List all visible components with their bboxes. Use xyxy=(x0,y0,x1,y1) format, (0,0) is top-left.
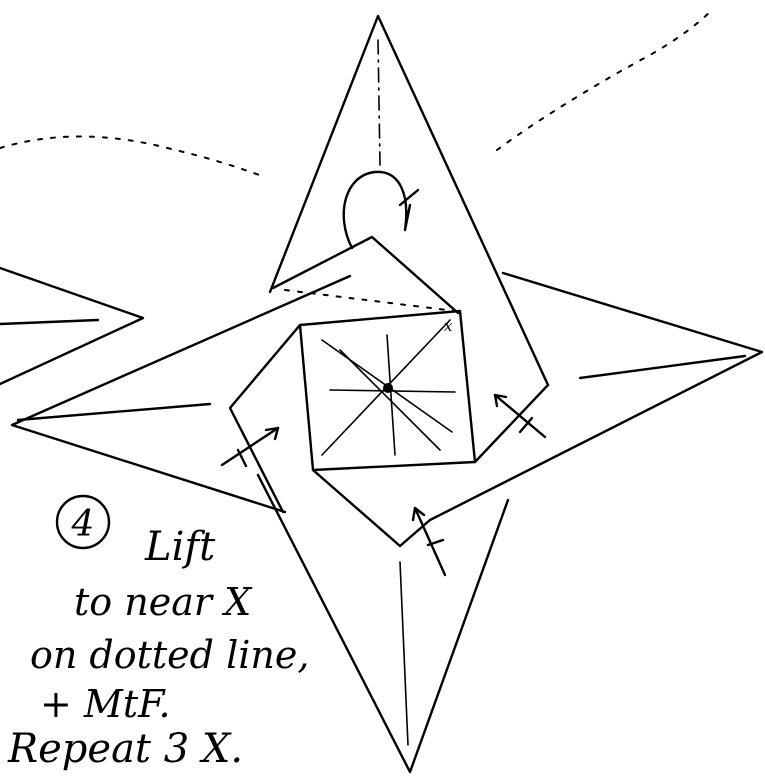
flap-left xyxy=(230,325,300,512)
top-point xyxy=(270,16,548,385)
arrow-left-flap xyxy=(222,428,278,466)
arrow-right-flap xyxy=(495,395,545,437)
arrow-bottom-flap xyxy=(413,508,445,575)
dotted-fold-line xyxy=(285,290,455,311)
rotation-arrow xyxy=(344,172,418,248)
instruction-line-1: Lift xyxy=(144,524,216,570)
step-number: 4 xyxy=(71,504,95,545)
left-point xyxy=(12,276,350,512)
instruction-text: Lift to near X on dotted line, + MtF. Re… xyxy=(7,524,309,772)
center-point xyxy=(383,383,393,393)
dotted-guide-left xyxy=(0,136,262,176)
corner-x-marker: x xyxy=(444,317,453,335)
right-point xyxy=(430,273,762,520)
right-point-crease xyxy=(580,356,745,378)
left-point-crease xyxy=(18,404,210,420)
instruction-line-2: to near X xyxy=(74,580,253,624)
left-edge-flap-crease xyxy=(0,320,98,324)
center-crease-star xyxy=(322,320,455,455)
left-edge-flap xyxy=(0,268,143,384)
flap-right xyxy=(475,385,548,462)
flap-top xyxy=(273,237,458,313)
bottom-point xyxy=(258,475,508,772)
flap-bottom xyxy=(313,470,430,546)
instruction-line-3: on dotted line, xyxy=(30,633,309,677)
dotted-guide-right xyxy=(497,8,714,150)
instruction-line-4: + MtF. xyxy=(40,682,171,726)
instruction-line-5: Repeat 3 X. xyxy=(7,726,243,772)
bottom-point-crease xyxy=(400,562,408,745)
top-point-valley-line xyxy=(378,40,380,165)
